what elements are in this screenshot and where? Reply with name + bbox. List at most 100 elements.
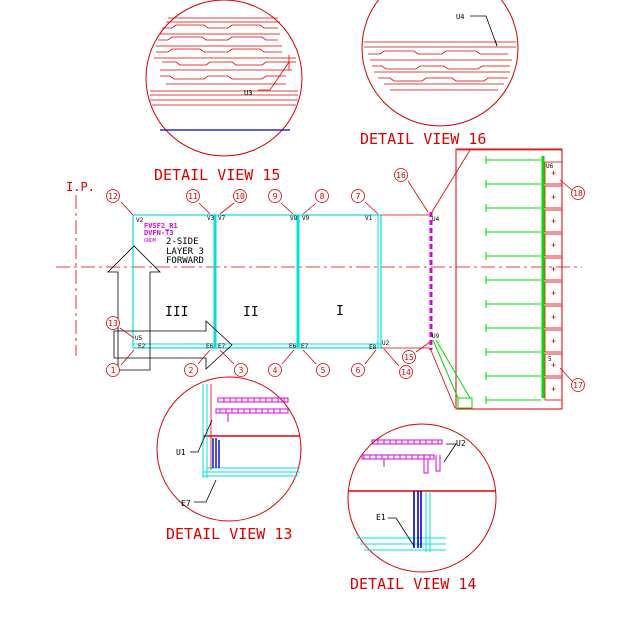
callout-number-c7: 7 <box>356 192 361 201</box>
callout-bubble <box>394 168 408 182</box>
svg-text:FVSF2_R1: FVSF2_R1 <box>144 222 178 230</box>
callout-number-c9: 9 <box>273 192 278 201</box>
section-label-iii: III <box>165 305 188 320</box>
callout-bubble <box>315 189 329 203</box>
block-note: FVSF2_R1 DVFN-T3 GNDM 2-SIDE LAYER 3 FOR… <box>144 222 204 266</box>
outer-frame <box>132 214 382 349</box>
detail-circle-16 <box>361 0 519 127</box>
callout-number-c12: 12 <box>108 192 118 201</box>
callout-leader <box>407 180 429 213</box>
callout-leader <box>219 202 235 215</box>
detail-view-13: U1 E7 <box>156 376 302 522</box>
detector-cell <box>544 281 563 305</box>
callout-leader <box>120 201 134 216</box>
callout-bubble <box>402 350 416 364</box>
callout-bubble <box>316 363 330 377</box>
callout-leader <box>415 341 431 353</box>
callout-leader <box>197 349 211 365</box>
detector-cell-mark <box>551 219 556 223</box>
callout-leader <box>364 201 379 215</box>
svg-text:E8: E8 <box>369 344 377 351</box>
svg-text:2-SIDE: 2-SIDE <box>166 237 199 247</box>
svg-text:E6: E6 <box>289 343 297 350</box>
callout-number-c8: 8 <box>320 192 325 201</box>
up-arrow <box>107 245 161 371</box>
callout-bubble <box>571 186 585 200</box>
svg-text:U2: U2 <box>382 340 390 347</box>
detail-circle-15 <box>145 0 303 157</box>
detector-cell-mark <box>551 171 556 175</box>
callout-bubble <box>268 189 282 203</box>
callout-number-c3: 3 <box>239 366 244 375</box>
callout-bubble <box>233 189 247 203</box>
detector-cell <box>544 161 563 185</box>
callout-bubble <box>234 363 248 377</box>
svg-text:U4: U4 <box>432 216 440 223</box>
dv15-u3-label: U3 <box>244 89 252 97</box>
detector-cell-mark <box>551 267 556 271</box>
detector-cell <box>544 257 563 281</box>
detail-view-13-title: DETAIL VIEW 13 <box>166 525 292 543</box>
detector-frame <box>455 148 563 410</box>
detector-lower-wedge <box>432 339 473 409</box>
svg-text:V8: V8 <box>290 215 298 222</box>
callout-leader <box>559 367 573 382</box>
detector-cell-mark <box>551 291 556 295</box>
callout-number-c2: 2 <box>189 366 194 375</box>
detector-block <box>429 148 563 410</box>
detail-circle-14 <box>347 423 497 573</box>
callout-number-c11: 11 <box>188 192 198 201</box>
dv16-u4-label: U4 <box>456 13 464 21</box>
callout-leader <box>219 349 235 365</box>
callout-leader <box>280 202 294 215</box>
svg-text:V2: V2 <box>136 217 144 224</box>
svg-text:V3: V3 <box>207 215 215 222</box>
detail-view-14-title: DETAIL VIEW 14 <box>350 575 476 593</box>
detail-view-14: U2 E1 <box>347 423 497 573</box>
callout-number-c18: 18 <box>573 189 583 198</box>
callout-leader <box>302 202 317 215</box>
dv15-crosshair <box>258 55 296 91</box>
callout-bubble <box>184 363 198 377</box>
svg-text:E7: E7 <box>218 343 226 350</box>
svg-text:FORWARD: FORWARD <box>166 256 204 266</box>
callout-number-c15: 15 <box>404 353 414 362</box>
callout-bubble <box>351 363 365 377</box>
ip-label: I.P. <box>66 180 95 194</box>
callout-bubble <box>351 189 365 203</box>
callout-number-c14: 14 <box>401 368 411 377</box>
dv13-magenta-strip <box>215 397 289 422</box>
detector-cell-mark <box>551 339 556 343</box>
callout-leader <box>559 179 573 191</box>
detail-view-16-title: DETAIL VIEW 16 <box>360 130 486 148</box>
svg-text:E6: E6 <box>206 343 214 350</box>
dv13-e7-label: E7 <box>181 499 191 508</box>
callout-leader <box>364 349 377 365</box>
callout-number-c13: 13 <box>108 319 118 328</box>
detector-combs <box>485 156 545 404</box>
detector-cell-mark <box>551 363 556 367</box>
dv13-u1-label: U1 <box>176 448 186 457</box>
detector-cell-mark <box>551 243 556 247</box>
detector-cell <box>544 233 563 257</box>
detector-cell <box>544 377 563 401</box>
forward-extension <box>381 214 430 349</box>
svg-text:V1: V1 <box>365 215 373 222</box>
callout-bubble <box>186 189 200 203</box>
svg-text:DVFN-T3: DVFN-T3 <box>144 229 174 237</box>
callout-leader <box>383 348 400 367</box>
direction-arrows <box>107 245 233 371</box>
callout-bubble <box>106 189 120 203</box>
detector-cell <box>544 305 563 329</box>
svg-text:U6: U6 <box>546 163 554 170</box>
callout-leader <box>119 327 135 339</box>
callout-bubble <box>106 316 120 330</box>
callout-bubble <box>268 363 282 377</box>
dv14-magenta-strip <box>361 439 443 474</box>
svg-text:V7: V7 <box>218 215 226 222</box>
svg-text:U9: U9 <box>432 333 440 340</box>
callout-number-c6: 6 <box>356 366 361 375</box>
callout-number-c17: 17 <box>573 381 583 390</box>
detector-cell <box>544 185 563 209</box>
